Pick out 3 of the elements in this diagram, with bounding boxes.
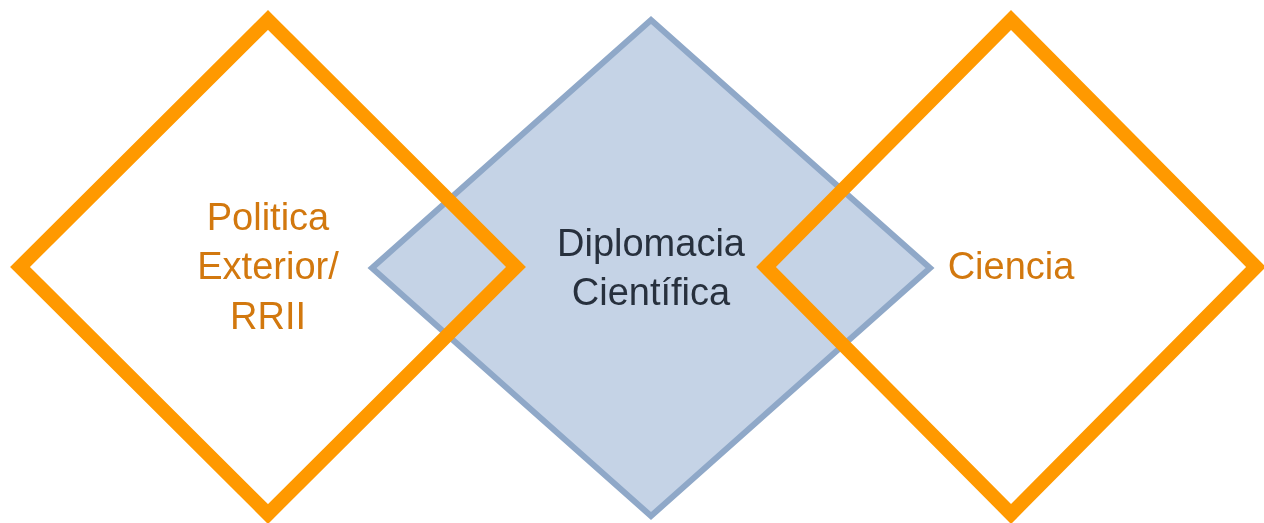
diamond-label: Politica Exterior/ RRII	[196, 194, 340, 339]
diamond-label: Diplomacia Científica	[556, 220, 746, 315]
diamond-label: Ciencia	[946, 244, 1076, 290]
